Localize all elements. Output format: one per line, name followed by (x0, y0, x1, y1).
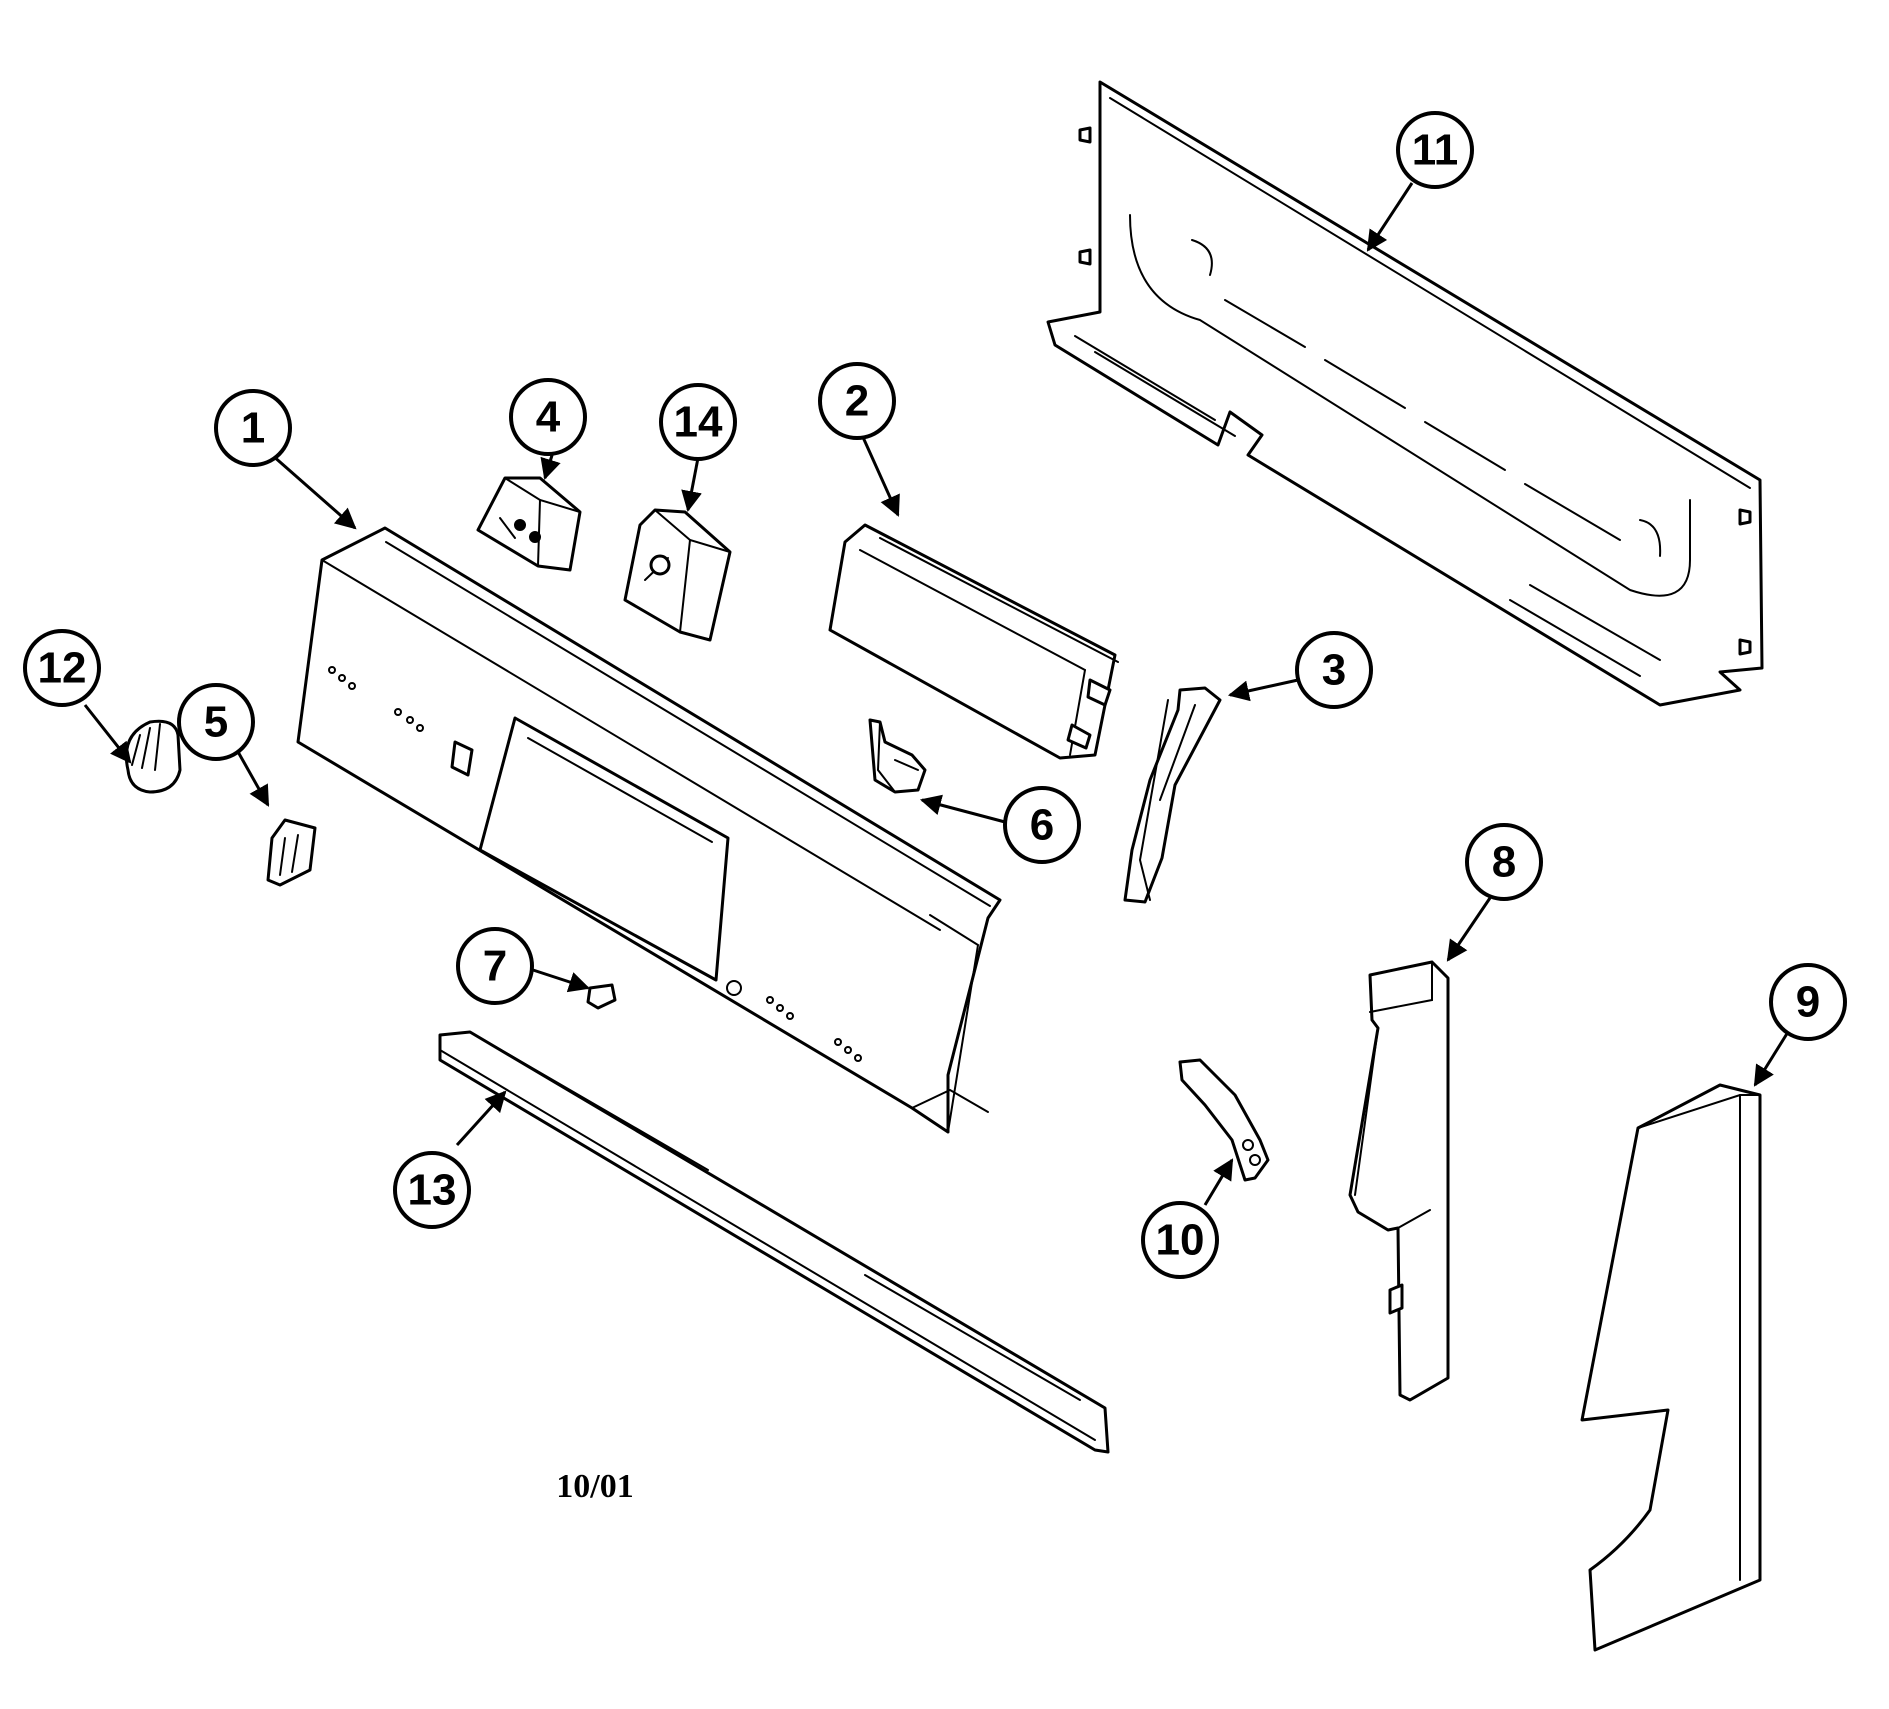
part-14-infinite-switch (623, 508, 732, 642)
part-10-clip (1178, 1058, 1270, 1182)
callout-4: 4 (509, 378, 587, 456)
part-3-bracket (1123, 686, 1222, 904)
callout-14: 14 (659, 383, 737, 461)
callout-1-label: 1 (241, 404, 265, 453)
callout-13: 13 (393, 1151, 471, 1229)
callout-6-label: 6 (1030, 801, 1054, 850)
callout-11-label: 11 (1412, 126, 1459, 175)
date-code: 10/01 (556, 1468, 633, 1505)
part-8-side-trim (1348, 960, 1450, 1402)
callout-9-label: 9 (1796, 978, 1820, 1027)
callout-7-label: 7 (483, 942, 507, 991)
part-9-end-cap (1580, 1083, 1762, 1652)
callout-8: 8 (1465, 823, 1543, 901)
callout-9: 9 (1769, 963, 1847, 1041)
callout-11: 11 (1396, 111, 1474, 189)
callout-1: 1 (214, 389, 292, 467)
callout-6: 6 (1003, 786, 1081, 864)
part-4-switch (476, 476, 582, 572)
part-5-rocker-switch (266, 818, 317, 887)
callout-4-label: 4 (536, 393, 561, 442)
callout-10: 10 (1141, 1201, 1219, 1279)
callout-3: 3 (1295, 631, 1373, 709)
callout-8-label: 8 (1492, 838, 1516, 887)
part-11-rear-panel (1046, 80, 1764, 707)
leader-lines (83, 182, 1790, 1206)
callout-12: 12 (23, 629, 101, 707)
part-7-button (586, 983, 617, 1010)
callout-2: 2 (818, 362, 896, 440)
part-13-trim-strip (438, 1030, 1110, 1454)
callout-5-label: 5 (204, 698, 228, 747)
part-1-control-panel (296, 526, 1002, 1134)
callout-12-label: 12 (38, 644, 87, 693)
callout-3-label: 3 (1322, 646, 1346, 695)
callout-2-label: 2 (845, 377, 869, 426)
callout-5: 5 (177, 683, 255, 761)
part-2-control-board (828, 523, 1119, 760)
callout-10-label: 10 (1156, 1216, 1205, 1265)
part-12-knob (124, 719, 182, 794)
callout-13-label: 13 (408, 1166, 457, 1215)
callout-7: 7 (456, 927, 534, 1005)
part-6-clip (868, 718, 927, 794)
callout-14-label: 14 (674, 398, 723, 447)
